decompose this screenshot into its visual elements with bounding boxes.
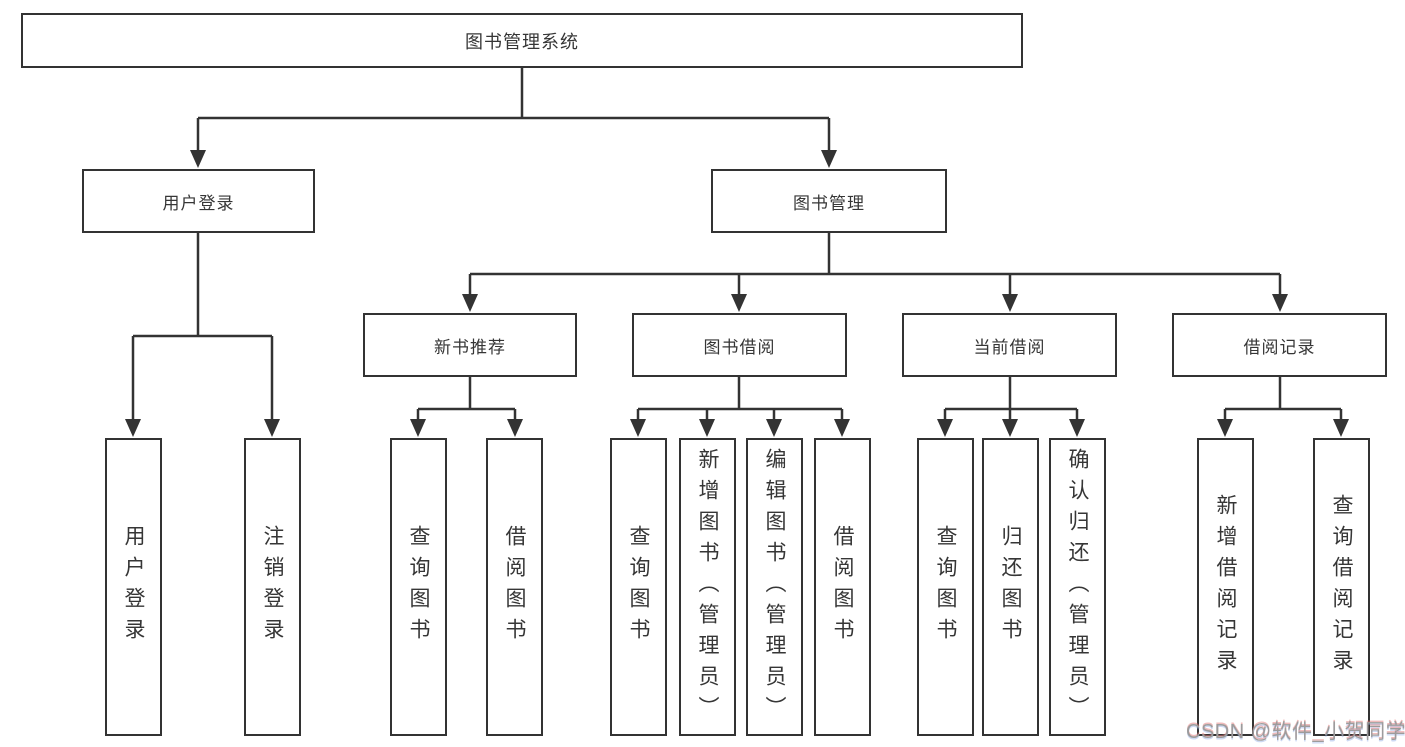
node-borrow-books: 借阅图书 (814, 438, 871, 736)
node-new-book-recommend: 新书推荐 (363, 313, 577, 377)
node-label: 图书管理 (793, 193, 865, 213)
node-label: 新增借阅记录 (1214, 494, 1237, 680)
node-label: 当前借阅 (973, 337, 1046, 357)
node-label: 用户登录 (162, 193, 235, 213)
node-edit-books-admin: 编辑图书（管理员） (746, 438, 803, 736)
node-borrow-books-recommend: 借阅图书 (486, 438, 543, 736)
node-label: 归还图书 (999, 525, 1022, 649)
node-label: 新书推荐 (434, 337, 506, 357)
node-logout-action: 注销登录 (244, 438, 301, 736)
node-system-root: 图书管理系统 (21, 13, 1023, 68)
node-label: 图书借阅 (703, 337, 776, 357)
watermark: CSDN @软件_小贺同学 (1186, 721, 1405, 743)
node-book-borrowing: 图书借阅 (632, 313, 847, 377)
tree-edges (131, 68, 1343, 421)
node-query-borrow-record: 查询借阅记录 (1313, 438, 1370, 736)
node-label: 编辑图书（管理员） (763, 447, 786, 727)
node-label: 借阅图书 (503, 525, 526, 649)
node-label: 查询图书 (627, 525, 650, 649)
node-label: 用户登录 (122, 525, 145, 649)
node-add-borrow-record: 新增借阅记录 (1197, 438, 1254, 736)
node-borrowing-records: 借阅记录 (1172, 313, 1387, 377)
node-label: 确认归还（管理员） (1066, 447, 1089, 727)
node-add-books-admin: 新增图书（管理员） (679, 438, 736, 736)
node-user-login-action: 用户登录 (105, 438, 162, 736)
node-label: 查询图书 (934, 525, 957, 649)
node-current-borrowing: 当前借阅 (902, 313, 1117, 377)
node-return-books: 归还图书 (982, 438, 1039, 736)
node-book-management: 图书管理 (711, 169, 947, 233)
node-label: 借阅图书 (831, 525, 854, 649)
node-label: 注销登录 (261, 525, 284, 649)
node-label: 借阅记录 (1243, 337, 1316, 357)
node-query-books-borrow: 查询图书 (610, 438, 667, 736)
node-label: 查询借阅记录 (1330, 494, 1353, 680)
node-label: 新增图书（管理员） (696, 447, 719, 727)
node-query-books-recommend: 查询图书 (390, 438, 447, 736)
node-label: 查询图书 (407, 525, 430, 649)
node-query-books-current: 查询图书 (917, 438, 974, 736)
node-user-login: 用户登录 (82, 169, 315, 233)
node-confirm-return-admin: 确认归还（管理员） (1049, 438, 1106, 736)
node-label: 图书管理系统 (465, 31, 579, 52)
